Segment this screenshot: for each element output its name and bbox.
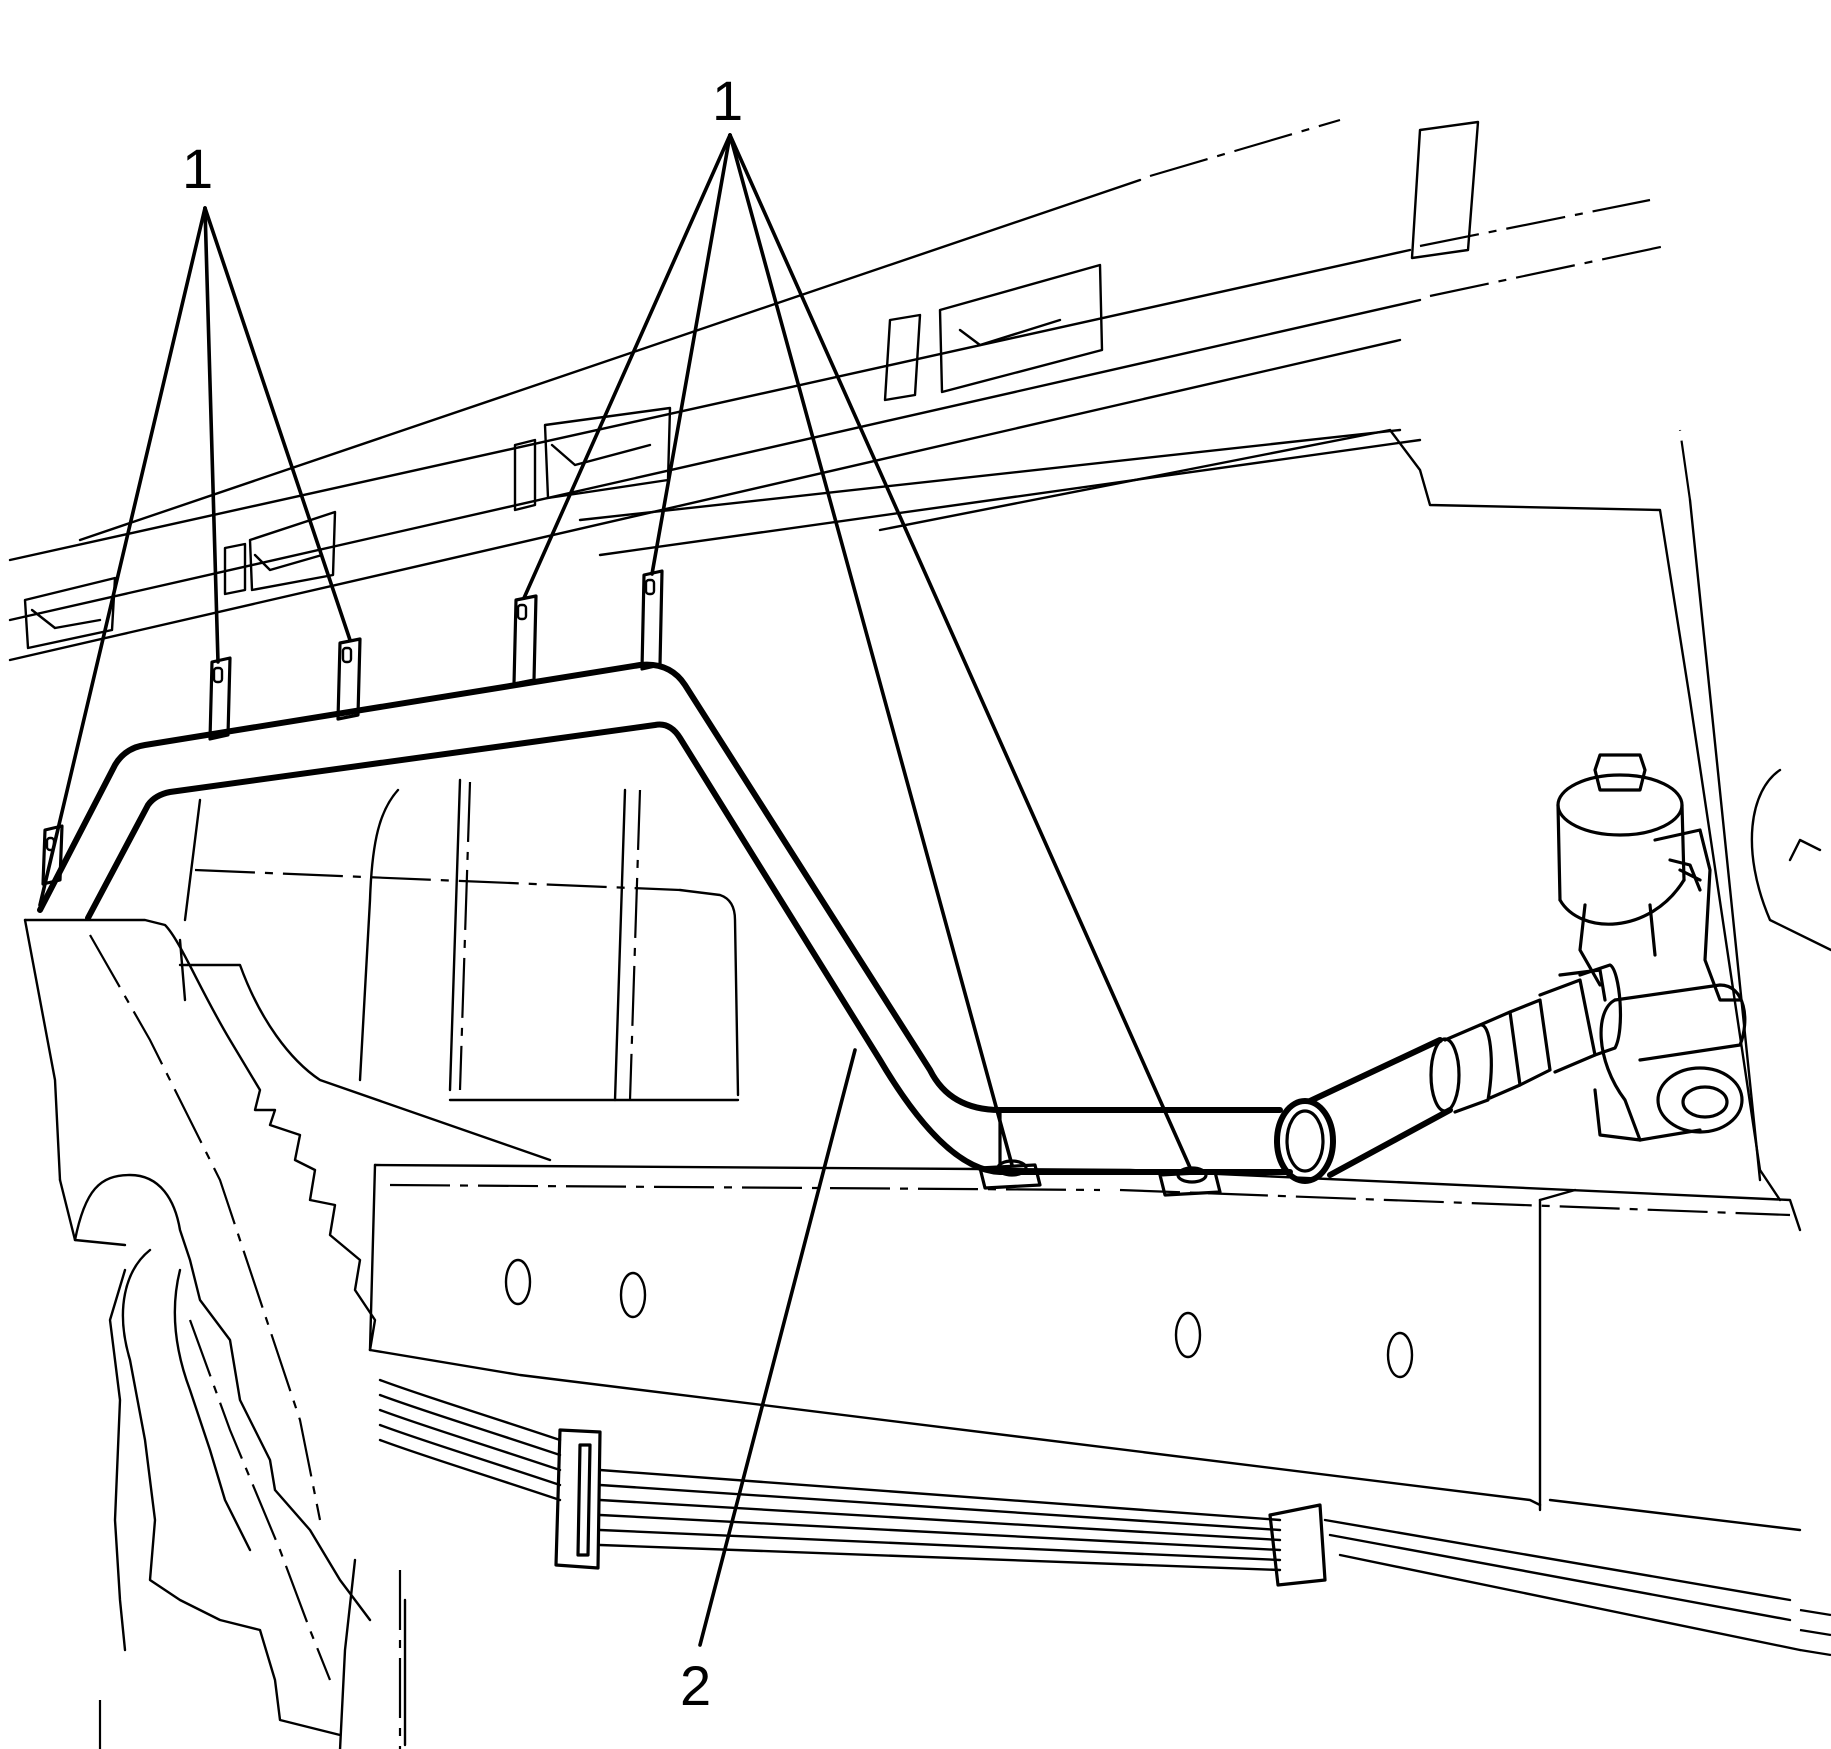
inner-panel [178,778,740,1162]
valve-assembly [1443,753,1747,1142]
clip-3 [336,637,362,721]
left-bracket [23,918,407,1749]
upper-frame-rails [8,118,1671,662]
background-panel [878,428,1831,1202]
clip-5 [640,569,664,671]
clip-2 [208,656,232,741]
callout-labels: 1 1 2 [182,69,743,1717]
rail-slots [23,120,1480,650]
clip-4 [512,594,538,686]
crossmember-beam [368,1163,1802,1532]
callout-2-pipe: 2 [680,1654,711,1717]
main-pipe [37,661,1461,1184]
callout-1-left: 1 [182,137,213,200]
leader-lines [38,133,1194,1647]
callout-1-right: 1 [712,69,743,132]
wire-harness [378,1378,1831,1657]
